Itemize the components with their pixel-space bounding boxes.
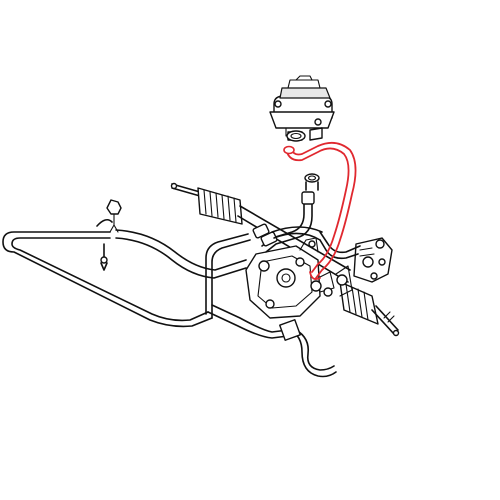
feed-hose (252, 191, 361, 260)
reservoir-icon (269, 75, 335, 142)
return-hose-highlighted (283, 141, 357, 281)
pressure-line (207, 304, 337, 378)
mounting-nut (106, 199, 122, 233)
hose-clamp (96, 218, 113, 271)
hose-clamp (304, 173, 320, 191)
steering-gear (245, 237, 393, 319)
cooling-loop (2, 229, 251, 328)
